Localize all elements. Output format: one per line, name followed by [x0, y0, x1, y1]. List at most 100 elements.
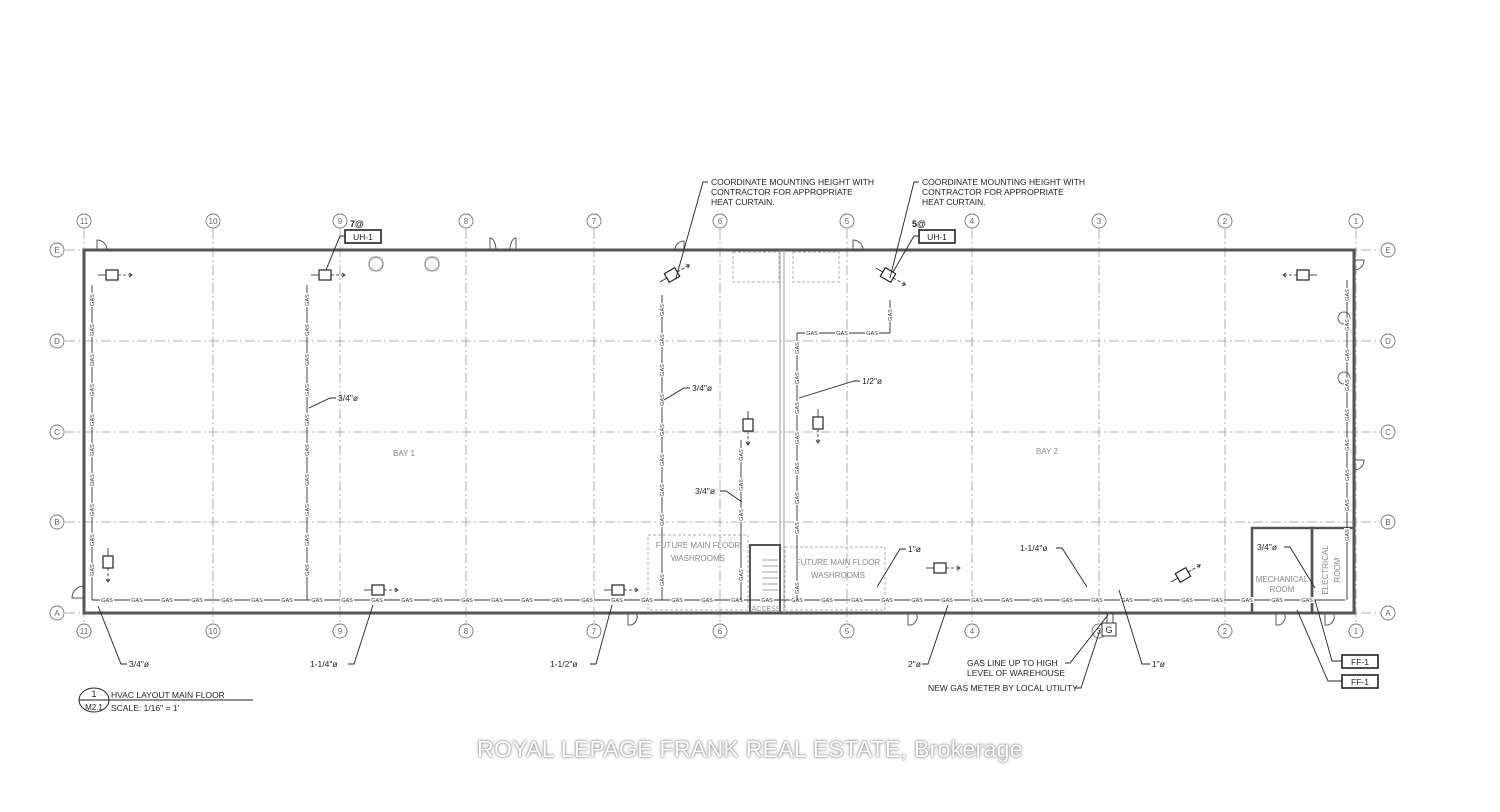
- gas-label: GAS: [881, 598, 893, 604]
- grid-column-label: 2: [1223, 217, 1228, 226]
- gas-label: GAS: [1345, 439, 1351, 451]
- grid-column-label: 7: [592, 217, 597, 226]
- svg-text:HEAT CURTAIN.: HEAT CURTAIN.: [711, 197, 775, 207]
- gas-label: GAS: [191, 598, 203, 604]
- gas-label: GAS: [431, 598, 443, 604]
- gas-label: GAS: [1345, 529, 1351, 541]
- grid-bubble: [586, 623, 602, 639]
- grid-row-label: B: [1385, 518, 1390, 527]
- gas-label: GAS: [795, 492, 801, 504]
- gas-label: GAS: [1345, 319, 1351, 331]
- gas-label: GAS: [611, 598, 623, 604]
- grid-column-label: 6: [718, 627, 723, 636]
- grid-column-label: 9: [338, 217, 343, 226]
- door: [627, 612, 638, 626]
- svg-text:CONTRACTOR FOR APPROPRIATE: CONTRACTOR FOR APPROPRIATE: [711, 187, 853, 197]
- svg-text:UH-1: UH-1: [927, 232, 947, 242]
- room-bay-2: BAY 2: [1036, 447, 1058, 456]
- drawing-scale: SCALE: 1/16" = 1': [111, 703, 180, 713]
- gas-label: GAS: [90, 324, 96, 336]
- grid-column-label: 11: [80, 627, 89, 636]
- access-label: ACCESS: [752, 606, 781, 613]
- grid-column-label: 8: [464, 627, 469, 636]
- grid-bubble: [49, 242, 65, 258]
- gas-label: GAS: [660, 484, 666, 496]
- gas-label: GAS: [791, 598, 803, 604]
- stair-treads: [762, 559, 778, 591]
- grid-bubble: [76, 213, 92, 229]
- door: [674, 240, 685, 251]
- gas-label: GAS: [305, 354, 311, 366]
- gas-label: GAS: [739, 479, 745, 491]
- svg-text:LEVEL OF WAREHOUSE: LEVEL OF WAREHOUSE: [967, 668, 1065, 678]
- gas-label: GAS: [1211, 598, 1223, 604]
- pipe-size: 1"ø: [1152, 659, 1165, 669]
- gas-label: GAS: [1271, 598, 1283, 604]
- gas-label: GAS: [90, 564, 96, 576]
- grid-row-label: C: [54, 428, 60, 437]
- gas-label: GAS: [461, 598, 473, 604]
- grid-row-label: C: [1385, 428, 1391, 437]
- gas-label: GAS: [131, 598, 143, 604]
- grid-column-label: 5: [845, 217, 850, 226]
- svg-text:GAS LINE UP TO HIGH: GAS LINE UP TO HIGH: [967, 658, 1058, 668]
- grid-bubble: [712, 213, 728, 229]
- grid-column-label: 10: [209, 217, 218, 226]
- unit-heater-icon: [875, 266, 906, 286]
- gas-label: GAS: [836, 331, 848, 337]
- gas-label: GAS: [1345, 379, 1351, 391]
- gas-label: GAS: [305, 324, 311, 336]
- grid-bubble: [1380, 514, 1396, 530]
- door: [1275, 612, 1286, 626]
- gas-label: GAS: [795, 372, 801, 384]
- svg-text:NEW GAS METER BY LOCAL UTILITY: NEW GAS METER BY LOCAL UTILITY: [928, 683, 1078, 693]
- gas-label: GAS: [1345, 349, 1351, 361]
- washroom-1-label-2: WASHROOMS: [671, 554, 725, 563]
- grid-bubble: [1348, 213, 1364, 229]
- grid-column-label: 11: [80, 217, 89, 226]
- drawing-title: HVAC LAYOUT MAIN FLOOR: [111, 690, 225, 700]
- unit-heater-icon: [311, 269, 346, 281]
- grid-bubble: [49, 514, 65, 530]
- gas-label: GAS: [101, 598, 113, 604]
- svg-text:FF-1: FF-1: [1351, 657, 1369, 667]
- grid-column-label: 9: [338, 627, 343, 636]
- gas-meter: G: [1101, 613, 1117, 637]
- electrical-room-label-2: ROOM: [1333, 557, 1342, 582]
- svg-text:G: G: [1105, 625, 1112, 635]
- washroom-2-label-2: WASHROOMS: [811, 571, 865, 580]
- gas-label: GAS: [660, 394, 666, 406]
- svg-text:COORDINATE MOUNTING HEIGHT WIT: COORDINATE MOUNTING HEIGHT WITH: [922, 177, 1085, 187]
- pipe-size: 3/4"ø: [129, 659, 149, 669]
- gas-label: GAS: [305, 564, 311, 576]
- unit-heaters: [98, 264, 1317, 596]
- grid-column-label: 3: [1097, 217, 1102, 226]
- svg-text:CONTRACTOR FOR APPROPRIATE: CONTRACTOR FOR APPROPRIATE: [922, 187, 1064, 197]
- svg-text:UH-1: UH-1: [353, 232, 373, 242]
- gas-label: GAS: [660, 454, 666, 466]
- gas-piping: GAS GAS GAS GAS GAS GAS GAS GAS GAS GAS GAS GAS GAS G…: [89, 280, 1351, 604]
- grid-bubble: [839, 623, 855, 639]
- pipe-size: 1-1/2"ø: [550, 659, 578, 669]
- gas-label: GAS: [551, 598, 563, 604]
- gas-label: GAS: [311, 598, 323, 604]
- pipe-size: 3/4"ø: [338, 393, 358, 403]
- gas-label: GAS: [371, 598, 383, 604]
- unit-heater-icon: [659, 264, 690, 284]
- gas-label: GAS: [739, 509, 745, 521]
- gas-label: GAS: [795, 432, 801, 444]
- gas-label: GAS: [660, 574, 666, 586]
- svg-text:7@: 7@: [350, 219, 364, 229]
- dock-hatch-2: [792, 251, 840, 283]
- gas-label: GAS: [1181, 598, 1193, 604]
- door: [489, 237, 517, 251]
- grid-row-label: A: [54, 609, 60, 618]
- roof-drain-2: [424, 256, 440, 272]
- unit-heater-icon: [98, 269, 133, 281]
- gas-label: GAS: [660, 304, 666, 316]
- uh-1-tag-bay1: 7@ UH-1: [325, 219, 382, 271]
- gas-label: GAS: [641, 598, 653, 604]
- gas-label: GAS: [305, 444, 311, 456]
- gas-label: GAS: [305, 384, 311, 396]
